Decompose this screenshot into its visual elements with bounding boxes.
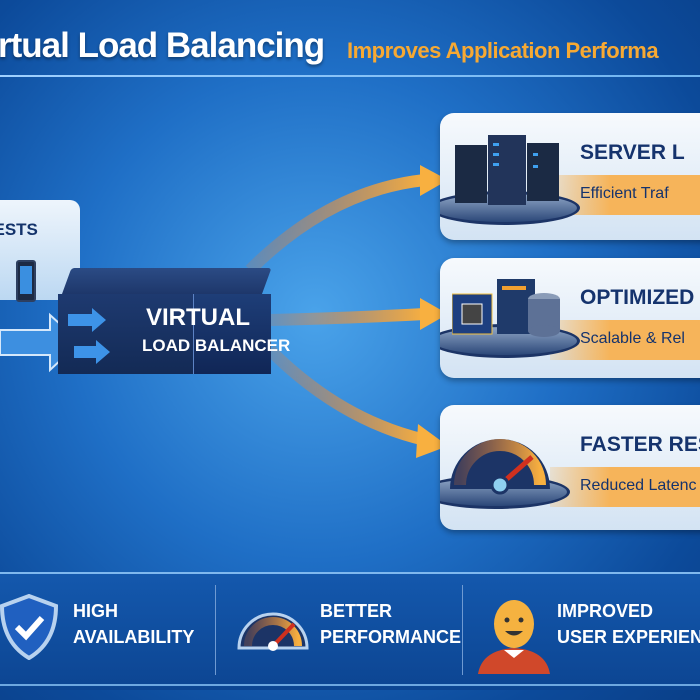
shield-check-icon [0, 594, 58, 660]
arrow-to-response [265, 345, 427, 446]
title: rtual Load Balancing [0, 26, 325, 65]
arrow-right-icon [68, 308, 110, 364]
lb-label-line2: LOAD BALANCER [142, 336, 291, 355]
benefit-line1: HIGH [73, 601, 118, 621]
divider [215, 585, 216, 675]
arrow-to-resources [269, 308, 426, 326]
divider [0, 75, 700, 77]
cpu-database-icon [452, 279, 560, 337]
benefits-bar [0, 572, 700, 690]
user-smile-icon [478, 600, 550, 674]
card-subtitle: Scalable & Rel [580, 330, 685, 347]
card-resources: OPTIMIZED R Scalable & Rel [440, 258, 700, 378]
phone-icon [16, 260, 36, 302]
speedometer-icon [237, 612, 309, 651]
virtual-load-balancer: VIRTUAL LOAD BALANCER [58, 268, 290, 374]
benefit-high-availability: HIGH AVAILABILITY [73, 598, 194, 650]
card-title: FASTER RESPO [580, 433, 700, 456]
card-subtitle: Reduced Latenc [580, 477, 697, 494]
arrow-head [416, 424, 448, 458]
benefit-line1: BETTER [320, 601, 392, 621]
card-response: FASTER RESPO Reduced Latenc [440, 405, 700, 530]
benefit-better-performance: BETTER PERFORMANCE [320, 598, 461, 650]
divider [462, 585, 463, 675]
divider [0, 684, 700, 686]
card-subtitle: Efficient Traf [580, 185, 669, 202]
lb-label-line1: VIRTUAL [146, 304, 250, 331]
arrow-head [420, 165, 448, 196]
benefit-line1: IMPROVED [557, 601, 654, 621]
benefit-line2: PERFORMANCE [320, 627, 462, 647]
requests-label: QUESTS [0, 220, 38, 239]
speedometer-icon [450, 439, 550, 495]
card-title: OPTIMIZED R [580, 286, 700, 309]
subtitle: Improves Application Performa [347, 38, 659, 63]
server-rack-icon [455, 135, 559, 205]
requests-panel: QUESTS [0, 200, 80, 300]
arrow-head [420, 298, 448, 330]
card-server: SERVER L Efficient Traf [440, 113, 700, 240]
card-title: SERVER L [580, 141, 685, 164]
benefit-line2: AVAILABILITY [73, 627, 195, 647]
benefit-line2: USER EXPERIENCE [557, 627, 700, 647]
benefit-user-experience: IMPROVED USER EXPERIENCE [557, 598, 700, 650]
arrow-to-server [245, 174, 426, 275]
